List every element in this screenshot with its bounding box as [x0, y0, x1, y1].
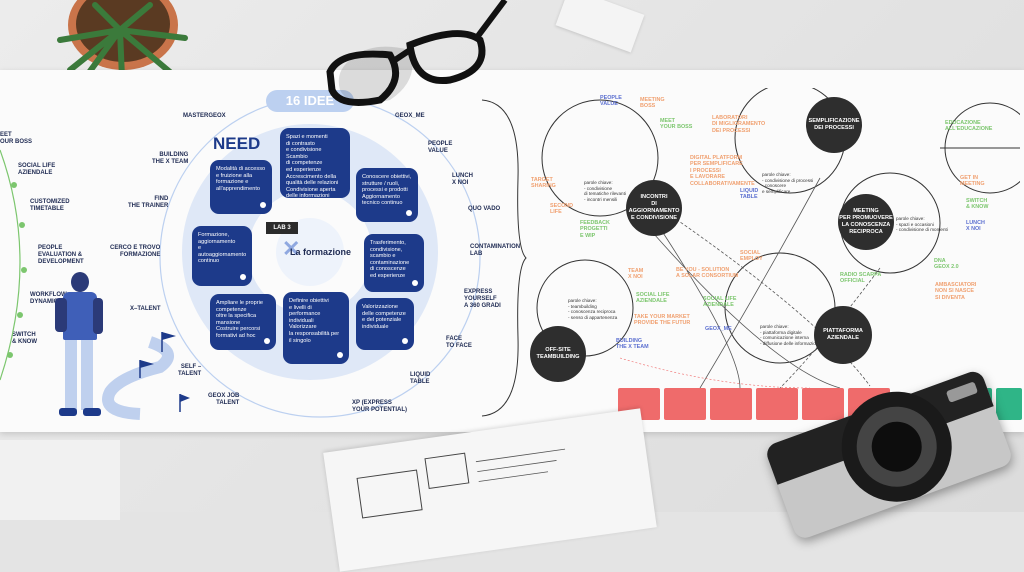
need-bubble: Formazione, aggiornamento e autoaggiorna…: [192, 226, 252, 286]
need-bubble: Definire obiettivi e livelli di performa…: [283, 292, 349, 364]
ring-label: FIND THE TRAINER: [128, 196, 169, 209]
topic-label: TAKE YOUR MARKET PROVIDE THE FUTUR: [634, 314, 691, 327]
ring-label: CERCO E TROVO FORMAZIONE: [110, 245, 161, 258]
left-label: SWITCH & KNOW: [12, 332, 37, 345]
lab-badge: LAB 3: [266, 222, 298, 234]
ring-label: PEOPLE VALUE: [428, 141, 453, 154]
connection-lines: [536, 88, 1020, 389]
topic-label: LABORATORI DI MIGLIORAMENTO DEI PROCESSI: [712, 115, 766, 134]
keywords: parole chiave: - piattaforma digitale - …: [760, 324, 820, 346]
x-icon: ✕: [282, 236, 301, 261]
ring-label: QUO VADO: [468, 206, 501, 212]
topic-label: BE YOU - SOLUTION A SOLAR CONSORTIUM: [676, 267, 739, 280]
topic-label: GEOX_ME: [705, 326, 732, 332]
topic-label: LUNCH X NOI: [966, 220, 985, 233]
topic-circle: MEETING PER PROMUOVERE LA CONOSCENZA REC…: [838, 194, 894, 250]
topic-circle: SEMPLIFICAZIONE DEI PROCESSI: [806, 97, 862, 153]
need-heading: NEED: [213, 134, 261, 153]
topic-circle: OFF-SITE TEAMBUILDING: [530, 326, 586, 382]
keywords: parole chiave: - spazi e occasioni - con…: [896, 216, 948, 233]
idea-card: [996, 388, 1022, 420]
plant: [50, 0, 190, 80]
keywords: parole chiave: - condivisione di process…: [762, 172, 814, 194]
topic-label: MEETING BOSS: [640, 97, 665, 110]
sketch-paper: [0, 440, 120, 520]
topic-label: SECOND LIFE: [550, 203, 574, 216]
bracket: [481, 99, 527, 417]
ring-label: EXPRESS YOURSELF A 360 GRADI: [464, 289, 501, 309]
ring-label: LIQUID TABLE: [410, 372, 431, 385]
idea-card: [802, 388, 844, 420]
topic-circle: INCONTRI DI AGGIORNAMENTO E CONDIVISIONE: [626, 180, 682, 236]
idea-card: [756, 388, 798, 420]
idea-card: [664, 388, 706, 420]
left-label: PEOPLE EVALUATION & DEVELOPMENT: [38, 245, 84, 265]
topic-label: EDUCAZIONE ALL'EDUCAZIONE: [945, 120, 993, 133]
need-bubble: Valorizzazione delle competenze e del po…: [356, 298, 414, 350]
ring-label: GEOX JOB TALENT: [208, 393, 240, 406]
topic-label: SOCIAL LIFE AZIENDALE: [636, 292, 670, 305]
topic-label: AMBASCIATORI NON SI NASCE SI DIVENTA: [935, 282, 977, 301]
left-label: CUSTOMIZED TIMETABLE: [30, 199, 70, 212]
ring-label: XP (EXPRESS YOUR POTENTIAL): [352, 400, 407, 413]
ring-label: LUNCH X NOI: [452, 173, 473, 186]
need-bubble: Conoscere obiettivi, strutture / ruoli, …: [356, 168, 418, 222]
keywords: parole chiave: - condivisione di tematic…: [584, 180, 626, 202]
ring-label: BUILDING THE X TEAM: [152, 152, 189, 165]
ring-label: MASTERGEOX: [183, 113, 226, 119]
keywords: parole chiave: - teambuilding - conoscen…: [568, 298, 618, 320]
topic-label: TARGET SHARING: [531, 177, 556, 190]
ring-label: X–TALENT: [130, 306, 161, 312]
topic-label: PEOPLE VALUE: [600, 95, 622, 108]
topic-circle: PIATTAFORMA AZIENDALE: [814, 306, 872, 364]
topic-label: RADIO SCARPA OFFICIAL: [840, 272, 882, 285]
topic-label: GET IN MEETING: [960, 175, 985, 188]
ring-label: GEOX_ME: [395, 113, 425, 119]
topic-label: LIQUID TABLE: [740, 188, 759, 201]
topic-label: DIGITAL PLATFORM PER SEMPLIFICARE I PROC…: [690, 155, 755, 187]
left-arc: [0, 149, 27, 381]
left-label: EET OUR BOSS: [0, 132, 33, 145]
topic-label: DNA GEOX 2.0: [934, 258, 959, 271]
person-illustration: [55, 272, 190, 420]
topic-label: TEAM X NOI: [628, 268, 644, 281]
la-formazione-label: La formazione: [290, 247, 352, 257]
ring-label: CONTAMINATION LAB: [470, 244, 521, 257]
left-label: SOCIAL LIFE AZIENDALE: [18, 163, 56, 176]
topic-label: FEEDBACK PROGETTI E WIP: [580, 220, 610, 239]
topic-label: SOCIAL EMPLOY: [740, 250, 763, 263]
left-label: WORKFLOW DYNAMICS: [30, 292, 67, 305]
topic-label: BUILDING THE X TEAM: [616, 338, 649, 351]
ring-label: FACE TO FACE: [446, 336, 472, 349]
need-bubble: Modalità di accesso e fruizione alla for…: [210, 160, 272, 214]
need-bubble: Trasferimento, condivisione, scambio e c…: [364, 234, 424, 292]
glasses: [326, 0, 508, 106]
ring-label: SELF – TALENT: [178, 364, 202, 377]
topic-label: SWITCH & KNOW: [966, 198, 989, 211]
need-bubble: Spazi e momenti di contrasto e condivisi…: [280, 128, 350, 199]
idea-card: [710, 388, 752, 420]
topic-label: MEET YOUR BOSS: [660, 118, 693, 131]
need-bubble: Ampliare le proprie competenze oltre la …: [210, 294, 276, 350]
topic-label: SOCIAL LIFE AZIENDALE: [703, 296, 737, 309]
